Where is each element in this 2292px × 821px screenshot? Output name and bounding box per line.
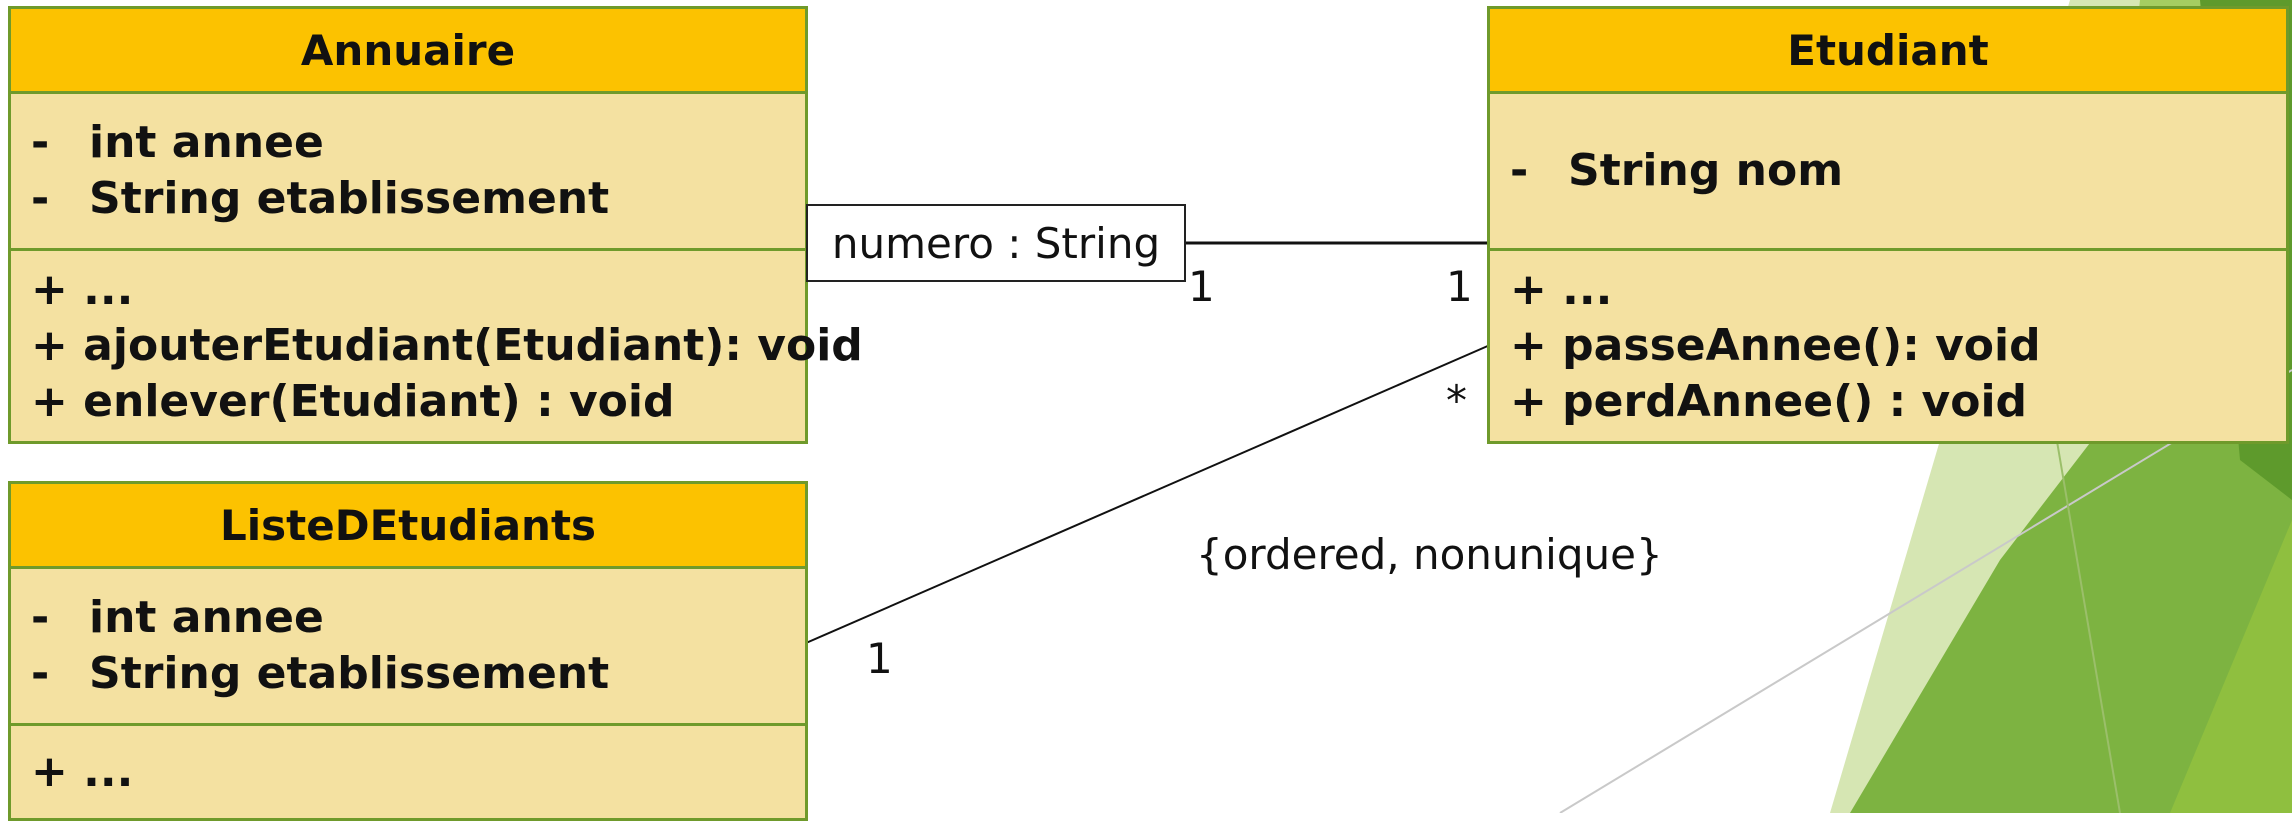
class-liste-operations: + ... <box>11 723 805 818</box>
decor-lime-shape <box>2170 520 2292 813</box>
operation: + enlever(Etudiant) : void <box>31 376 675 427</box>
class-annuaire-name: Annuaire <box>11 9 805 94</box>
multiplicity-label: 1 <box>866 634 893 683</box>
ordered-association-line <box>805 344 1491 644</box>
class-liste-name: ListeDEtudiants <box>11 484 805 569</box>
class-annuaire[interactable]: Annuaire -int annee -String etablissemen… <box>8 6 863 444</box>
class-annuaire-attributes: -int annee -String etablissement <box>11 94 805 248</box>
class-etudiant-operations: + ... + passeAnnee(): void + perdAnnee()… <box>1490 248 2286 441</box>
multiplicity-label: 1 <box>1188 262 1215 311</box>
class-liste-attributes: -int annee -String etablissement <box>11 569 805 723</box>
operation: + passeAnnee(): void <box>1510 320 2041 371</box>
multiplicity-label: * <box>1446 376 1467 425</box>
attribute: -int annee <box>31 592 324 643</box>
operation: + perdAnnee() : void <box>1510 376 2028 427</box>
operation: + ... <box>31 264 134 315</box>
class-etudiant-name: Etudiant <box>1490 9 2286 94</box>
attribute: -int annee <box>31 117 324 168</box>
class-annuaire-operations: + ... + ajouterEtudiant(Etudiant): void … <box>11 248 863 441</box>
class-etudiant[interactable]: Etudiant -String nom + ... + passeAnnee(… <box>1487 6 2289 444</box>
class-etudiant-attributes: -String nom <box>1490 94 2286 248</box>
constraint-label: {ordered, nonunique} <box>1196 530 1663 579</box>
attribute: -String etablissement <box>31 173 610 224</box>
qualifier-box[interactable]: numero : String <box>806 204 1186 282</box>
operation: + ... <box>31 746 134 797</box>
operation: + ajouterEtudiant(Etudiant): void <box>31 320 863 371</box>
attribute: -String nom <box>1510 145 1844 196</box>
multiplicity-label: 1 <box>1446 262 1473 311</box>
operation: + ... <box>1510 264 1613 315</box>
attribute: -String etablissement <box>31 648 610 699</box>
class-liste-d-etudiants[interactable]: ListeDEtudiants -int annee -String etabl… <box>8 481 808 821</box>
decor-thin-line <box>2049 399 2121 813</box>
